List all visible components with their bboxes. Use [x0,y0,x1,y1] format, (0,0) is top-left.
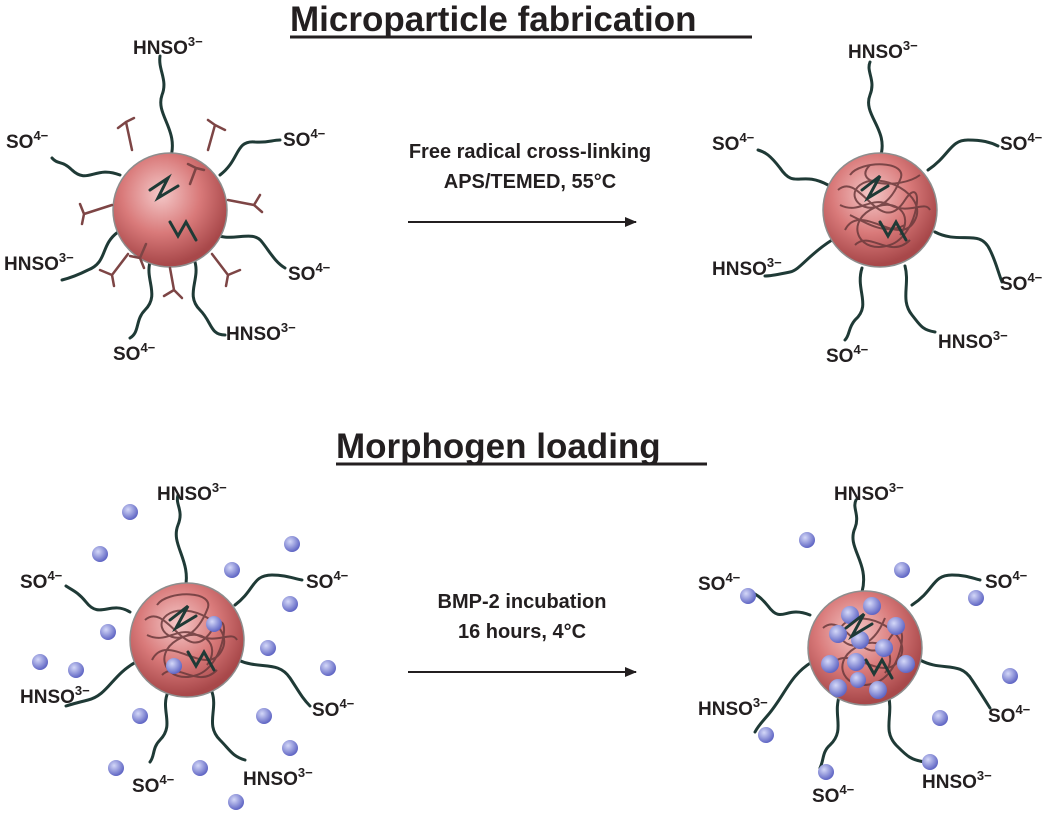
fabrication-title: Microparticle fabrication [290,0,696,39]
bmp2-protein-icon [894,562,910,578]
bmp2-protein-icon [192,760,208,776]
sulfate-label: SO4− [1000,270,1043,295]
sulfate-label: SO4− [306,568,349,593]
bmp2-protein-icon [108,760,124,776]
bmp2-protein-icon [122,504,138,520]
bmp2-protein-icon [100,624,116,640]
inner-chains [844,612,894,680]
bmp2-protein-icon [282,596,298,612]
bmp2-protein-icon [284,536,300,552]
sulfate-label: SO4− [812,782,855,807]
sulfamate-label: HNSO3− [243,765,313,790]
inner-chains [168,604,216,672]
sulfamate-label: HNSO3− [712,255,782,280]
sulfamate-label: HNSO3− [157,480,227,505]
bmp2-protein-icon [932,710,948,726]
uncrosslinked-particle: HNSO3− SO4− SO4− HNSO3− SO4− HNSO3− SO4− [4,34,331,365]
sulfate-label: SO4− [288,260,331,285]
bmp2-protein-icon [850,672,866,688]
sulfate-label: SO4− [826,342,869,367]
bmp2-protein-icon [740,588,756,604]
bmp2-protein-icon [206,616,222,632]
sulfate-label: SO4− [312,696,355,721]
bmp2-protein-icon [758,727,774,743]
crosslinker-icon [78,116,264,300]
bmp2-protein-icon [799,532,815,548]
sulfamate-label: HNSO3− [226,320,296,345]
bmp2-protein-icon [829,625,847,643]
sulfate-label: SO4− [113,340,156,365]
fabrication-step-line2: APS/TEMED, 55°C [444,171,616,193]
polymer-chains [756,60,1004,342]
bmp2-protein-icon [92,546,108,562]
polymer-chains [746,498,992,770]
sulfamate-label: HNSO3− [848,38,918,63]
sulfate-label: SO4− [283,126,326,151]
sulfamate-label: HNSO3− [133,34,203,59]
loaded-particle: HNSO3− SO4− SO4− HNSO3− SO4− HNSO3− SO4− [698,480,1031,807]
sulfate-label: SO4− [20,568,63,593]
sulfate-label: SO4− [988,702,1031,727]
bmp2-protein-icon [260,640,276,656]
bmp2-protein-icon [132,708,148,724]
bmp2-protein-icon [897,655,915,673]
bmp2-protein-icon [320,660,336,676]
bmp2-protein-icon [68,662,84,678]
sulfamate-label: HNSO3− [4,250,74,275]
inner-chains [860,174,908,242]
bmp2-protein-icon [224,562,240,578]
sulfamate-label: HNSO3− [834,480,904,505]
sulfate-label: SO4− [132,772,175,797]
bmp2-protein-icon [282,740,298,756]
sulfate-label: SO4− [712,130,755,155]
loading-title: Morphogen loading [336,427,661,466]
fabrication-step-line1: Free radical cross-linking [409,141,651,163]
bmp2-protein-icon [228,794,244,810]
sulfate-label: SO4− [698,570,741,595]
sulfamate-label: HNSO3− [922,768,992,793]
hydrogel-microparticle-icon [112,152,228,268]
crosslinked-particle: HNSO3− SO4− SO4− HNSO3− SO4− HNSO3− SO4− [712,38,1043,367]
sulfate-label: SO4− [1000,130,1043,155]
bmp2-protein-icon [256,708,272,724]
sulfamate-label: HNSO3− [20,683,90,708]
polymer-chains [64,493,312,764]
loading-section: Morphogen loading BMP-2 incubation 16 ho… [20,427,1031,810]
bmp2-protein-icon [968,590,984,606]
sulfate-label: SO4− [985,568,1028,593]
unloaded-particle: HNSO3− SO4− SO4− HNSO3− SO4− HNSO3− SO4− [20,480,355,810]
inner-chains [148,173,198,242]
fabrication-section: Microparticle fabrication Free radical c… [4,0,1043,367]
loading-step-line2: 16 hours, 4°C [458,621,586,643]
particle-c-labels: HNSO3− SO4− SO4− HNSO3− SO4− HNSO3− SO4− [20,480,355,797]
loading-step-line1: BMP-2 incubation [438,591,607,613]
bmp2-protein-icon [821,655,839,673]
sulfamate-label: HNSO3− [698,695,768,720]
bmp2-protein-icon [818,764,834,780]
bmp2-protein-icon [875,639,893,657]
particle-a-labels: HNSO3− SO4− SO4− HNSO3− SO4− HNSO3− SO4− [4,34,331,365]
bmp2-protein-icon [869,681,887,699]
bmp2-protein-icon [829,679,847,697]
particle-b-labels: HNSO3− SO4− SO4− HNSO3− SO4− HNSO3− SO4− [712,38,1043,367]
bmp2-protein-icon [1002,668,1018,684]
particle-d-labels: HNSO3− SO4− SO4− HNSO3− SO4− HNSO3− SO4− [698,480,1031,807]
bmp2-protein-icon [887,617,905,635]
bmp2-protein-icon [166,658,182,674]
bmp2-protein-icon [863,597,881,615]
bmp2-protein-icon [32,654,48,670]
free-proteins [32,504,336,810]
bmp2-protein-icon [847,653,865,671]
polymer-chains [50,54,287,340]
bmp2-protein-icon [922,754,938,770]
bound-proteins [740,532,1018,780]
sulfate-label: SO4− [6,128,49,153]
sulfamate-label: HNSO3− [938,328,1008,353]
